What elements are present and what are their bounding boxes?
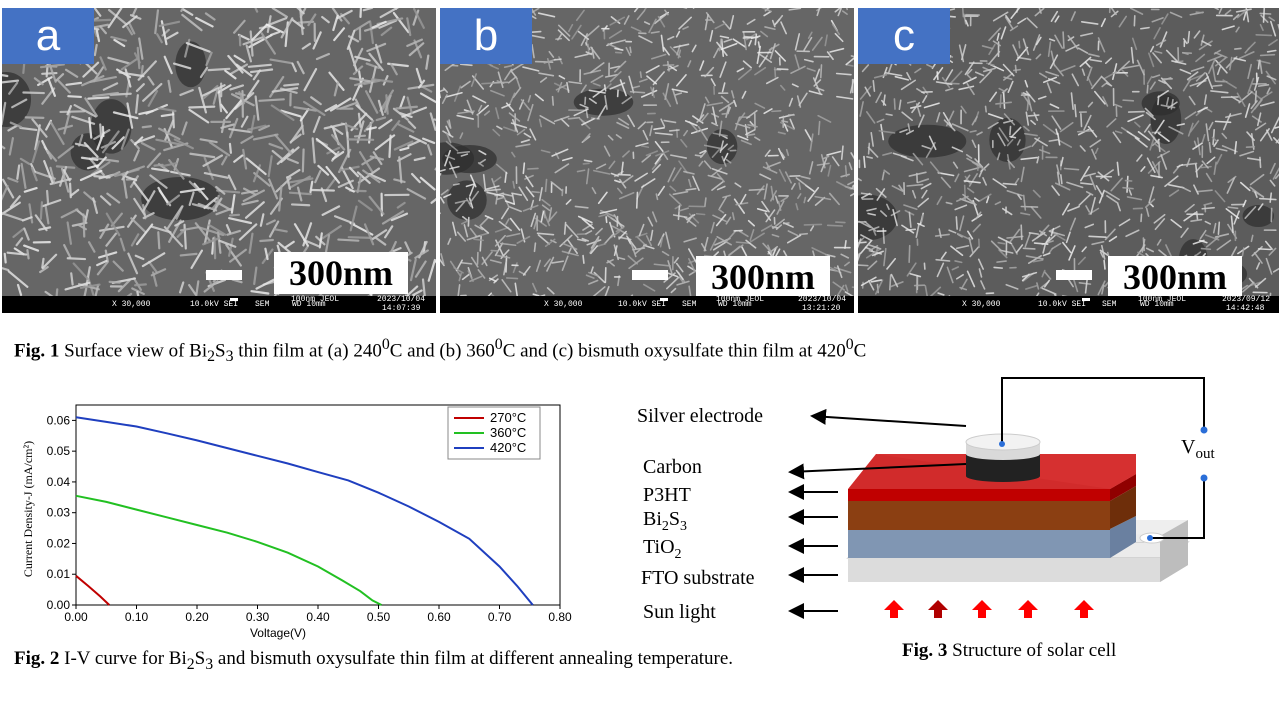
sun-arrow (928, 600, 948, 618)
figure1-caption: Fig. 1 Surface view of Bi2S3 thin film a… (14, 336, 867, 366)
sem-panel-c: c 300nm X 30,000 10.0kV SEI SEM WD 10mm … (858, 8, 1279, 313)
solar-cell-diagram (788, 377, 1208, 619)
sem-mag: X 30,000 (544, 300, 583, 309)
scale-bar (1056, 270, 1092, 280)
sem-mode: SEM (255, 300, 270, 309)
series-line-2 (75, 416, 534, 606)
sem-nm: 100nm JEOL (291, 295, 340, 304)
sem-nm: 100nm JEOL (716, 295, 765, 304)
y-tick-label: 0.06 (47, 413, 71, 427)
scale-label: 300nm (274, 252, 408, 294)
sunlight-arrows (884, 600, 1094, 618)
iv-chart: 0.00 0.10 0.20 0.30 0.40 0.50 0.60 0.70 0.80 0.00… (21, 404, 572, 640)
y-tick-label: 0.01 (47, 567, 71, 581)
x-tick-label: 0.50 (367, 610, 391, 624)
sem-kv: 10.0kV SEI (1038, 300, 1087, 309)
sem-time: 14:42:48 (1226, 304, 1265, 313)
series-line-1 (75, 494, 382, 606)
x-tick-label: 0.10 (125, 610, 149, 624)
y-tick-label: 0.05 (47, 444, 71, 458)
label-p3ht: P3HT (643, 484, 691, 506)
label-vout: Vout (1181, 436, 1215, 462)
sem-kv: 10.0kV SEI (618, 300, 667, 309)
sem-info-bar: X 30,000 10.0kV SEI SEM WD 10mm 100nm JE… (2, 295, 436, 313)
sem-kv: 10.0kV SEI (190, 300, 239, 309)
sem-nm: 100nm JEOL (1138, 295, 1187, 304)
arrow-carbon (788, 463, 967, 480)
arrow-silver (810, 408, 967, 427)
label-bi2s3: Bi2S3 (643, 508, 688, 534)
x-tick-label: 0.40 (306, 610, 330, 624)
terminal-top (1200, 426, 1208, 434)
tio2-layer (848, 516, 1136, 558)
sem-info-bar: X 30,000 10.0kV SEI SEM WD 10mm 100nm JE… (440, 295, 854, 313)
sem-panel-b: b 300nm X 30,000 10.0kV SEI SEM WD 10mm … (440, 8, 854, 313)
label-tio2: TiO2 (643, 536, 682, 562)
series-line-0 (75, 575, 110, 606)
y-tick-label: 0.00 (47, 598, 71, 612)
label-sun-light: Sun light (643, 601, 716, 623)
panel-letter-b: b (440, 8, 532, 64)
legend-entry: 420°C (490, 440, 526, 455)
sun-arrow (1074, 600, 1094, 618)
terminal-bottom (1200, 474, 1208, 482)
label-silver-electrode: Silver electrode (637, 405, 764, 427)
sem-info-bar: X 30,000 10.0kV SEI SEM WD 10mm 100nm JE… (858, 295, 1279, 313)
sem-mode: SEM (1102, 300, 1117, 309)
sem-time: 13:21:20 (802, 304, 841, 313)
sem-time: 14:07:39 (382, 304, 421, 313)
scale-label: 300nm (696, 256, 830, 298)
sem-date: 2023/10/04 (377, 295, 426, 304)
sem-mode: SEM (682, 300, 697, 309)
figure2-caption: Fig. 2 I-V curve for Bi2S3 and bismuth o… (14, 648, 734, 673)
scale-bar (632, 270, 668, 280)
sun-arrow (884, 600, 904, 618)
sem-panel-a: a 300nm X 30,000 10.0kV SEI SEM WD 10mm … (2, 8, 436, 313)
sem-wd: WD 10mm (292, 300, 326, 309)
y-axis-label: Current Density-J (mA/cm²) (21, 441, 35, 577)
sem-date: 2023/10/04 (798, 295, 847, 304)
wire-top (1001, 377, 1205, 442)
wire-bottom (1152, 478, 1205, 539)
sem-wd: WD 10mm (1140, 300, 1174, 309)
legend-entry: 270°C (490, 410, 526, 425)
figure3-caption: Fig. 3 Structure of solar cell (902, 640, 1117, 661)
x-tick-label: 0.60 (427, 610, 451, 624)
sem-mag: X 30,000 (112, 300, 151, 309)
x-tick-label: 0.70 (488, 610, 512, 624)
sem-wd: WD 10mm (718, 300, 752, 309)
label-fto: FTO substrate (641, 567, 755, 589)
x-tick-label: 0.20 (185, 610, 209, 624)
sem-mag: X 30,000 (962, 300, 1001, 309)
label-carbon: Carbon (643, 456, 702, 478)
scale-bar (206, 270, 242, 280)
panel-letter-c: c (858, 8, 950, 64)
x-tick-label: 0.00 (64, 610, 88, 624)
y-tick-label: 0.02 (47, 536, 71, 550)
x-tick-label: 0.80 (548, 610, 572, 624)
x-tick-label: 0.30 (246, 610, 270, 624)
y-tick-label: 0.04 (47, 475, 71, 489)
p3ht-layer (848, 474, 1136, 501)
sun-arrow (1018, 600, 1038, 618)
legend-entry: 360°C (490, 425, 526, 440)
x-axis-label: Voltage(V) (250, 626, 306, 640)
bi2s3-layer (848, 486, 1136, 530)
sun-arrow (972, 600, 992, 618)
sem-date: 2023/09/12 (1222, 295, 1271, 304)
y-tick-label: 0.03 (47, 506, 71, 520)
silver-electrode (965, 433, 1041, 482)
scale-label: 300nm (1108, 256, 1242, 298)
panel-letter-a: a (2, 8, 94, 64)
